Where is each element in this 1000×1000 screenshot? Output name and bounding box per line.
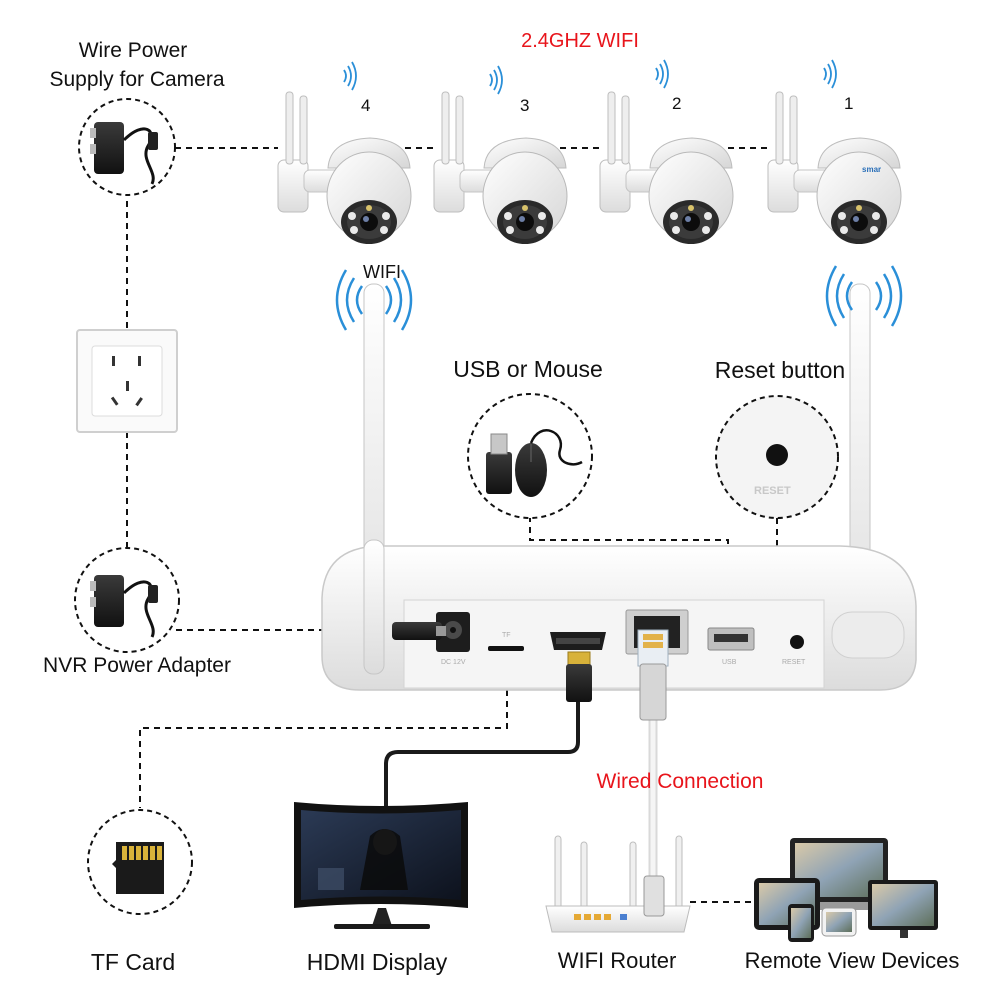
phone-icon-2 — [821, 907, 857, 937]
port-label-reset: RESET — [782, 659, 806, 666]
usb-mouse-zoom — [467, 393, 593, 519]
camera-number-1: 1 — [844, 94, 853, 113]
wifi-band-title: 2.4GHZ WIFI — [521, 30, 639, 52]
reset-port — [790, 635, 804, 649]
camera-number-4: 4 — [361, 96, 370, 115]
wall-socket-icon — [76, 329, 178, 433]
camera-power-adapter — [78, 98, 176, 196]
tf-slot — [488, 646, 524, 651]
line-tf-to-card — [139, 668, 508, 808]
remote-view-devices — [754, 838, 938, 942]
camera-number-2: 2 — [672, 94, 681, 113]
dc-jack-port — [436, 612, 470, 652]
camera-brand-label: smar — [862, 165, 881, 174]
camera-wifi-signal-icons — [343, 59, 837, 95]
ethernet-cable-icon — [637, 629, 669, 721]
port-label-tf: TF — [502, 632, 511, 639]
tf-card — [87, 809, 193, 915]
router-icon — [545, 835, 691, 933]
monitor-icon — [294, 802, 468, 929]
dc-plug-icon — [392, 622, 446, 640]
usb-stick-icon — [486, 433, 512, 494]
wire-power-label-line1: Wire Power — [79, 39, 188, 62]
hdmi-cable-icon — [566, 651, 592, 702]
usb-port — [707, 627, 755, 651]
wire-power-label-line2: Supply for Camera — [49, 68, 224, 91]
phone-icon — [788, 904, 814, 942]
nvr-power-adapter — [74, 547, 180, 653]
reset-zoom-text: RESET — [754, 485, 791, 497]
port-label-usb: USB — [722, 659, 737, 666]
camera-number-3: 3 — [520, 96, 529, 115]
reset-button-zoom: RESET — [715, 395, 839, 519]
sd-card-icon — [112, 842, 164, 894]
camera-3 — [433, 91, 568, 245]
nvr-recorder: DC 12V TF USB RESET — [321, 283, 917, 691]
remote-view-devices-label: Remote View Devices — [745, 948, 960, 973]
tf-card-label: TF Card — [91, 949, 175, 975]
hdmi-display-label: HDMI Display — [307, 949, 448, 975]
hdmi-port — [550, 632, 606, 650]
usb-mouse-label: USB or Mouse — [453, 356, 603, 382]
hdmi-cable — [384, 700, 580, 808]
nvr-wifi-label: WIFI — [363, 262, 401, 282]
camera-4 — [277, 91, 412, 245]
nvr-power-adapter-label: NVR Power Adapter — [43, 654, 231, 677]
reset-button-label: Reset button — [715, 357, 845, 383]
wifi-router-label: WIFI Router — [558, 948, 677, 973]
port-label-dc: DC 12V — [441, 659, 466, 666]
camera-2 — [599, 91, 734, 245]
mouse-icon — [515, 429, 583, 497]
wired-connection-label: Wired Connection — [597, 770, 764, 793]
reset-hole-icon — [766, 444, 788, 466]
monitor-small-icon — [868, 880, 938, 938]
